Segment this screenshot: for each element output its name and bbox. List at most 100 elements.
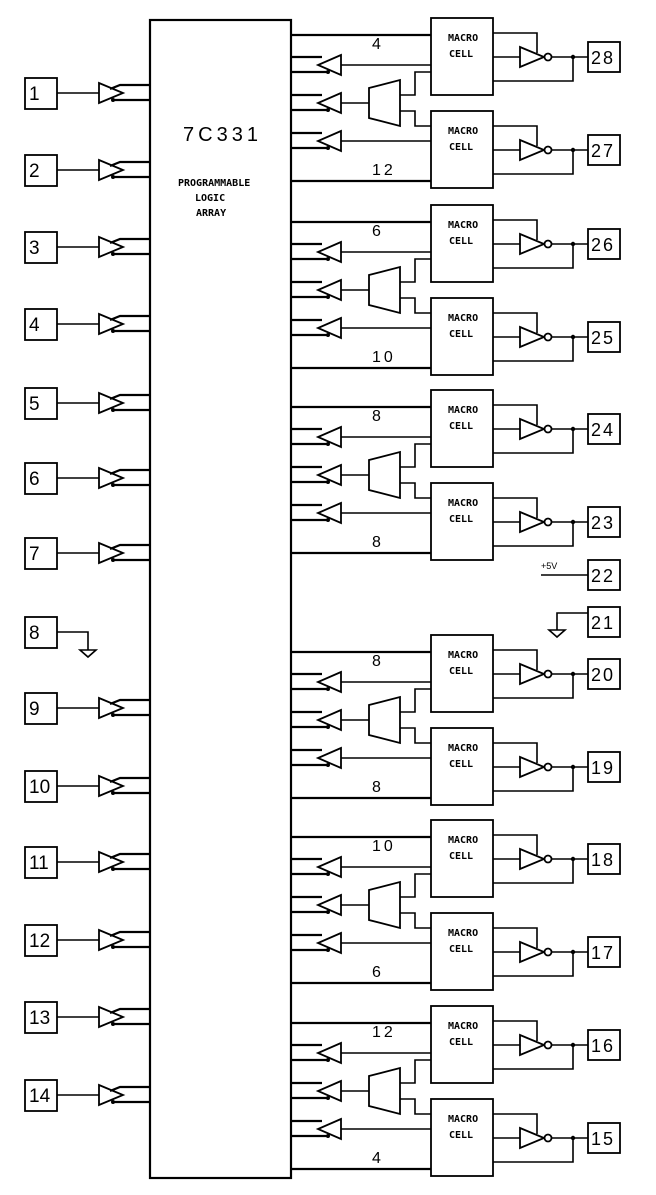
output-pin-box — [587, 41, 621, 73]
output-pin-box — [587, 658, 621, 690]
inversion-bubble-icon — [543, 239, 553, 249]
junction-dot — [111, 1022, 115, 1026]
input-pin-5: 6 — [24, 462, 150, 495]
pin-label: 3 — [29, 238, 40, 259]
junction-dot — [111, 252, 115, 256]
macrocell-box — [430, 819, 494, 898]
inversion-bubble-icon — [543, 762, 553, 772]
pin-feedback-line — [493, 244, 574, 269]
output-inverter-icon — [519, 325, 547, 349]
junction-dot — [326, 948, 330, 952]
true-output-line — [109, 776, 150, 784]
input-pin-1: 2 — [24, 154, 150, 187]
inversion-bubble-icon — [543, 669, 553, 679]
pin-feedback-line — [493, 337, 574, 362]
chip-description-line-3: ARRAY — [196, 208, 226, 219]
pin-feedback-line — [493, 767, 574, 792]
input-pin-3: 4 — [24, 308, 150, 341]
enable-line — [493, 1020, 538, 1041]
true-output-line — [109, 237, 150, 245]
junction-dot — [326, 1096, 330, 1100]
pin-label: 6 — [29, 469, 40, 490]
macrocell-label-line-1: MACRO — [448, 126, 478, 137]
inversion-bubble-icon — [543, 1133, 553, 1143]
junction-dot — [326, 518, 330, 522]
mux-input-top-line — [400, 71, 431, 96]
feedback-buffer-icon — [315, 1079, 342, 1103]
true-output-line — [109, 1007, 150, 1015]
pin-feedback-line — [493, 859, 574, 884]
mux-input-top-line — [400, 688, 431, 713]
feedback-mux-icon — [368, 695, 401, 745]
junction-dot — [326, 108, 330, 112]
true-output-line — [109, 852, 150, 860]
product-term-count: 10 — [372, 838, 396, 855]
feedback-mux-icon — [368, 78, 401, 128]
pin-label: 7 — [29, 544, 40, 565]
true-output-line — [109, 468, 150, 476]
true-output-line — [109, 930, 150, 938]
output-inverter-icon — [519, 1033, 547, 1057]
macrocell-group: MACROCELL428MACROCELL1227MACROCELL626MAC… — [291, 17, 621, 1177]
pin-box — [24, 308, 58, 341]
macrocell-label-line-1: MACRO — [448, 1021, 478, 1032]
output-inverter-icon — [519, 1126, 547, 1150]
output-pin-label: 16 — [591, 1036, 615, 1056]
input-pin-12: 13 — [24, 1001, 150, 1034]
inversion-bubble-icon — [543, 947, 553, 957]
junction-dot — [111, 1100, 115, 1104]
enable-line — [493, 404, 538, 425]
inversion-bubble-icon — [543, 332, 553, 342]
product-term-count: 8 — [372, 779, 384, 796]
output-pin-box — [587, 228, 621, 260]
product-term-count: 12 — [372, 1024, 396, 1041]
feedback-buffer-icon — [315, 240, 342, 264]
mux-input-bottom-line — [400, 110, 431, 127]
feedback-buffer-icon — [315, 1041, 342, 1065]
ground-icon — [77, 649, 99, 659]
product-term-count: 6 — [372, 964, 384, 981]
power-pin-gnd: 21 — [546, 606, 621, 639]
junction-dot — [326, 872, 330, 876]
inversion-bubble-icon — [543, 145, 553, 155]
true-output-line — [109, 1085, 150, 1093]
pin-label: 11 — [29, 853, 49, 874]
macrocell-label-line-2: CELL — [449, 851, 473, 862]
pin-label: 10 — [29, 777, 50, 798]
mux-input-bottom-line — [400, 1098, 431, 1115]
output-pin-label: 24 — [591, 420, 615, 440]
enable-line — [493, 927, 538, 948]
product-term-count: 8 — [372, 534, 384, 551]
macrocell-box — [430, 110, 494, 189]
junction-dot — [326, 1058, 330, 1062]
pin-feedback-line — [493, 952, 574, 977]
macrocell-box — [430, 1098, 494, 1177]
macrocell-label-line-2: CELL — [449, 666, 473, 677]
output-inverter-icon — [519, 755, 547, 779]
macrocell-label-line-1: MACRO — [448, 650, 478, 661]
output-pin-box — [587, 843, 621, 875]
pin-label: 22 — [591, 566, 615, 586]
output-pin-label: 27 — [591, 141, 615, 161]
feedback-buffer-icon — [315, 129, 342, 153]
feedback-buffer-icon — [315, 1117, 342, 1141]
ground-icon — [546, 629, 568, 639]
pin-box — [24, 1079, 58, 1112]
true-output-line — [109, 314, 150, 322]
junction-dot — [111, 867, 115, 871]
gnd-wire — [556, 612, 588, 630]
chip-part-number: 7C331 — [183, 124, 262, 146]
input-pin-0: 1 — [24, 77, 150, 110]
macrocell-label-line-2: CELL — [449, 236, 473, 247]
output-pin-label: 28 — [591, 48, 615, 68]
feedback-mux-icon — [368, 265, 401, 315]
chip-description-line-2: LOGIC — [195, 193, 225, 204]
